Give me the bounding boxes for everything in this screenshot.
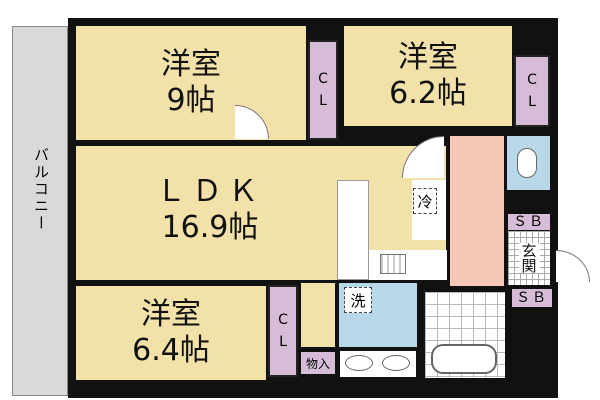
room-size: 6.2帖 [389, 76, 467, 111]
bathtub-icon [431, 344, 497, 374]
closet-l: L [319, 93, 327, 109]
room-size: 16.9帖 [161, 210, 259, 245]
washer-label: 洗 [344, 287, 372, 313]
room-name: 洋室 [398, 40, 458, 75]
kitchen-counter [337, 180, 369, 280]
toilet-icon [517, 148, 537, 178]
room-ldk: ＬＤＫ 16.9帖 [110, 165, 310, 255]
room-name: 洋室 [161, 47, 221, 82]
toilet [507, 136, 550, 190]
storage: 物入 [301, 352, 335, 374]
entrance-door[interactable] [556, 250, 590, 282]
closet-c: C [527, 72, 537, 88]
entrance-label: 玄関 [518, 243, 540, 273]
shoe-box-top: ＳＢ [508, 214, 550, 230]
balcony-label: バルコニー [32, 147, 50, 232]
balcony: バルコニー [12, 26, 68, 396]
room-western-6-4: 洋室 6.4帖 [76, 286, 266, 380]
room-name: ＬＤＫ [156, 174, 264, 209]
entrance: 玄関 [508, 231, 550, 285]
sink-icon [382, 355, 410, 371]
room-size: 6.4帖 [132, 333, 210, 368]
corridor [301, 283, 335, 347]
sink-icon [345, 355, 373, 371]
closet-c: C [318, 71, 328, 87]
shoe-box-bottom: ＳＢ [512, 289, 552, 307]
stove-icon [380, 254, 406, 274]
closet-l: L [279, 334, 287, 350]
room-name: 洋室 [141, 297, 201, 332]
closet-c: C [278, 312, 288, 328]
sink-counter [340, 351, 416, 377]
fridge-label: 冷 [413, 188, 437, 214]
room-western-9: 洋室 9帖 [76, 26, 306, 140]
bathroom [425, 292, 505, 378]
closet-l: L [528, 94, 536, 110]
room-size: 9帖 [166, 83, 216, 118]
room-western-6-2: 洋室 6.2帖 [344, 26, 512, 126]
hallway [450, 136, 504, 286]
